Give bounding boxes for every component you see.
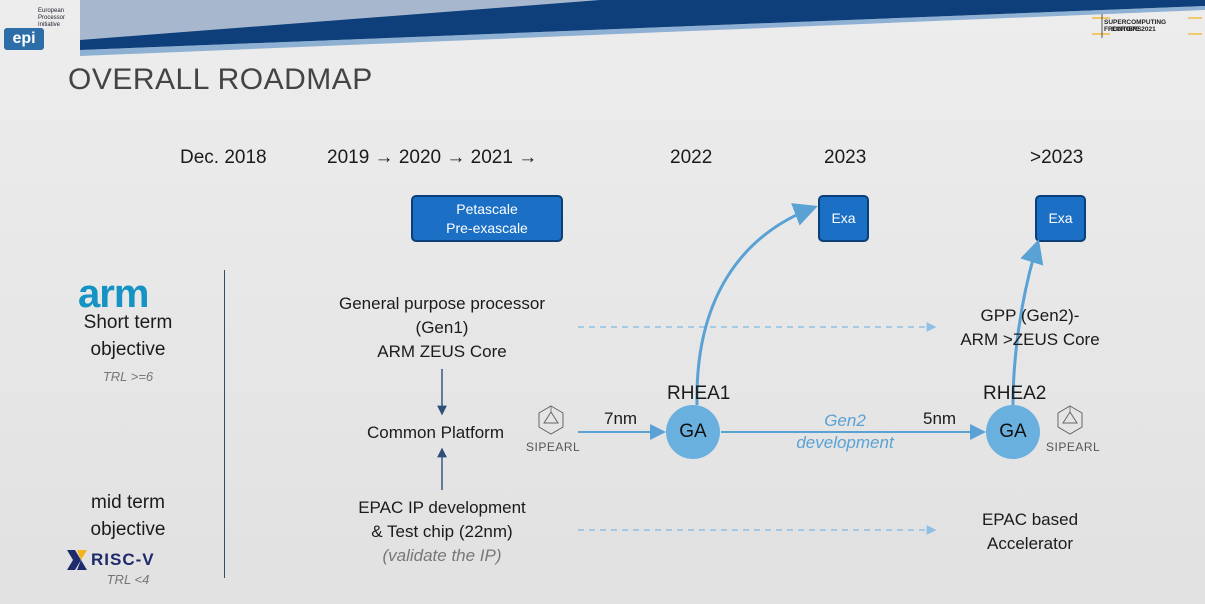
sipearl-wordmark-1: SIPEARL <box>526 440 581 454</box>
gpp-gen2-text: GPP (Gen2)- ARM >ZEUS Core <box>960 306 1100 349</box>
exa-label-beyond: Exa <box>1048 210 1073 226</box>
sipearl-wordmark-2: SIPEARL <box>1046 440 1101 454</box>
rhea2-to-exa-arrow <box>1011 239 1044 406</box>
short-term-label: Short term objective <box>83 312 173 360</box>
timeline-2023: 2023 <box>824 147 867 168</box>
rhea2-label: RHEA2 <box>983 383 1047 404</box>
arm-logo: arm <box>78 272 149 316</box>
riscv-wordmark: RISC-V <box>91 550 155 569</box>
timeline-beyond-2023: >2023 <box>1030 147 1084 168</box>
short-term-trl: TRL >=6 <box>102 369 154 384</box>
riscv-logo: RISC-V <box>67 549 155 571</box>
rhea1-label: RHEA1 <box>667 383 731 404</box>
exa-box-2023: Exa <box>818 195 869 242</box>
page-title: OVERALL ROADMAP <box>68 63 373 96</box>
timeline-2019-2021: 2019 → 2020 → 2021 → <box>327 147 538 168</box>
ga-node-rhea1: GA <box>666 405 720 459</box>
timeline-2022: 2022 <box>670 147 713 168</box>
petascale-line-2: Pre-exascale <box>446 219 528 236</box>
epac-accelerator-text: EPAC based Accelerator <box>981 510 1079 553</box>
column-divider <box>224 270 225 578</box>
riscv-mark-icon <box>67 550 87 570</box>
common-platform-text: Common Platform <box>367 423 504 442</box>
petascale-box: Petascale Pre-exascale <box>411 195 563 242</box>
event-line-1: SUPERCOMPUTING FRONTIERS <box>1104 19 1167 33</box>
ga-node-rhea2: GA <box>986 405 1040 459</box>
mid-term-label: mid term objective <box>90 492 166 540</box>
epi-logo: epi <box>4 28 44 50</box>
7nm-label: 7nm <box>604 409 638 428</box>
mid-term-trl: TRL <4 <box>106 572 150 587</box>
event-logo-frame <box>1092 14 1202 38</box>
rhea1-to-exa-arrow <box>695 203 818 406</box>
header-band <box>80 0 1205 56</box>
org-name: European Processor Initiative <box>38 8 66 28</box>
event-logo: SUPERCOMPUTING FRONTIERS EUROPE 2021 <box>1092 14 1202 38</box>
gpp-gen1-text: General purpose processor (Gen1) ARM ZEU… <box>338 294 545 361</box>
event-line-2: EUROPE 2021 <box>1112 26 1156 33</box>
exa-label-2023: Exa <box>831 210 856 226</box>
sipearl-icon <box>538 405 564 435</box>
sipearl-icon <box>1057 405 1083 435</box>
petascale-line-1: Petascale <box>456 200 518 217</box>
epac-ip-text: EPAC IP development & Test chip (22nm) (… <box>358 498 526 565</box>
5nm-label: 5nm <box>923 409 957 428</box>
exa-box-beyond: Exa <box>1035 195 1086 242</box>
timeline-dec-2018: Dec. 2018 <box>180 147 267 168</box>
gen2-development-label: Gen2 development <box>796 411 894 452</box>
